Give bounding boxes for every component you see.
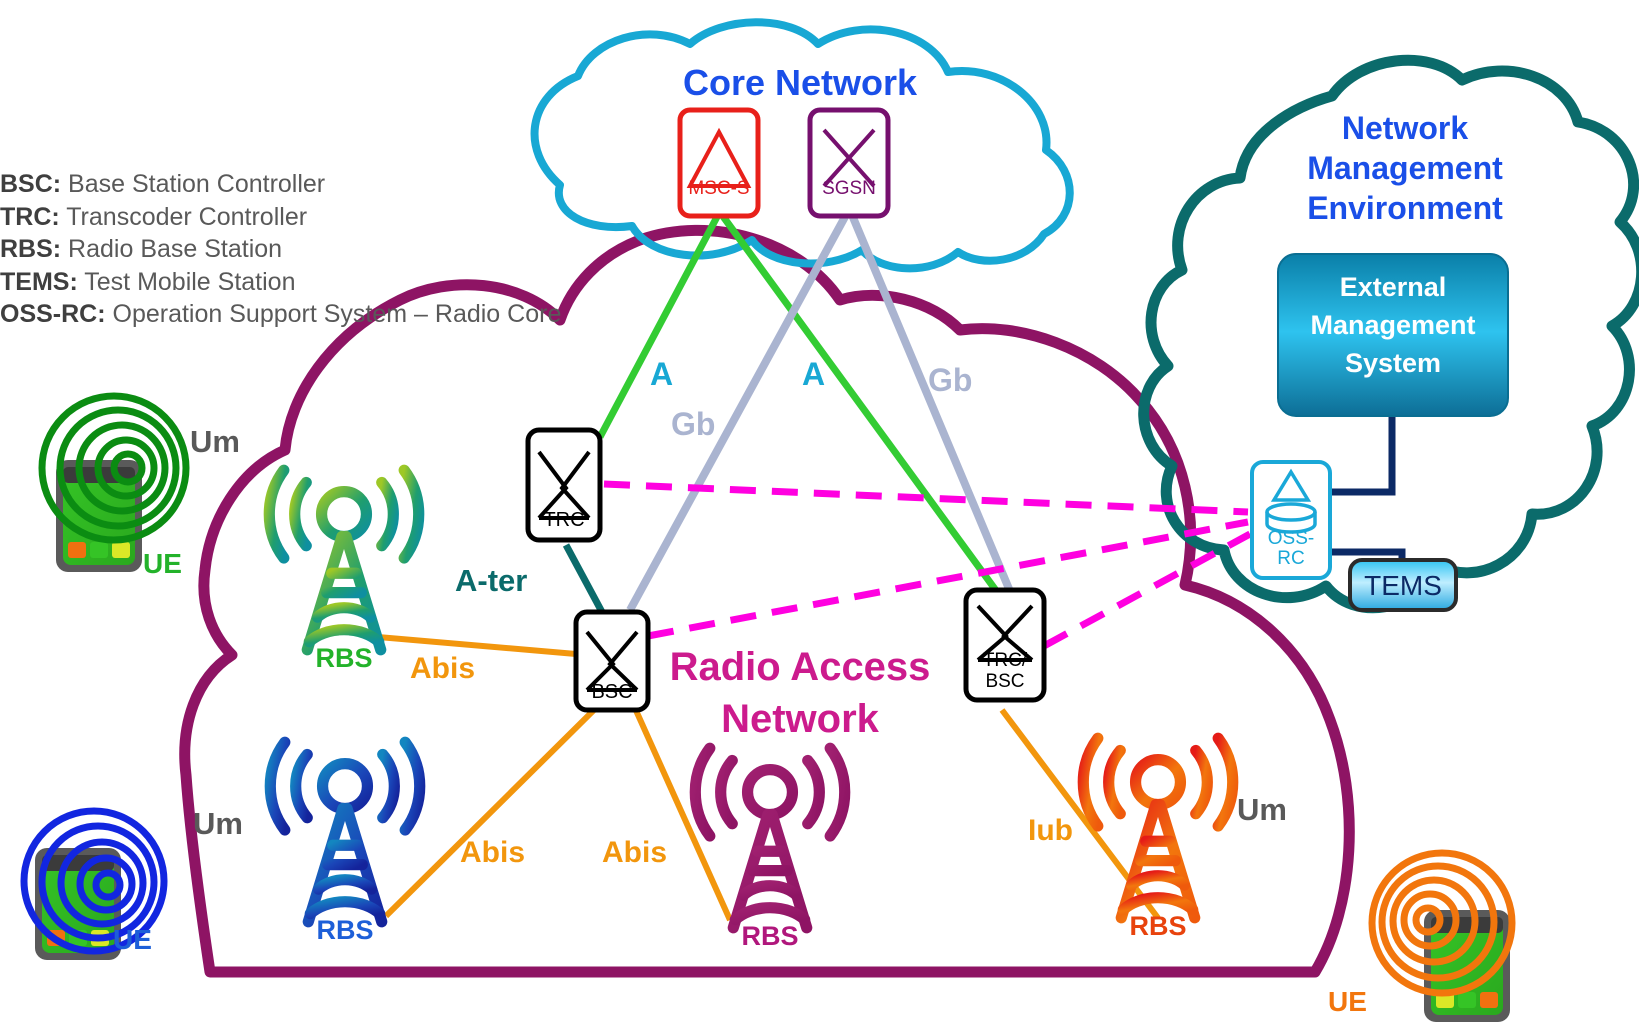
rbs-label-1: RBS — [315, 643, 373, 673]
rbs-tower-2 — [264, 736, 426, 928]
um-label-2: Um — [193, 806, 243, 841]
ue-device-3 — [1368, 849, 1516, 1022]
link-ater-trc-bsc — [562, 543, 606, 614]
link-mgmt-group — [1330, 416, 1406, 566]
ue-label-2: UE — [113, 924, 152, 955]
legend-desc: Radio Base Station — [61, 235, 283, 263]
rbs-label-3: RBS — [741, 921, 799, 951]
trc-bsc-label-line2: BSC — [985, 671, 1025, 692]
ems-label-line1: External — [1339, 272, 1447, 302]
legend-abbr: TEMS: — [0, 267, 78, 296]
tems-label: TEMS — [1364, 570, 1442, 601]
bsc-label: BSC — [591, 681, 633, 703]
legend-item: OSS-RC: Operation Support System – Radio… — [0, 298, 640, 331]
node-msc-s[interactable] — [677, 107, 761, 219]
legend-abbr: RBS: — [0, 235, 62, 263]
link-oss-group — [603, 480, 1252, 650]
um-label-3: Um — [1237, 792, 1287, 827]
core-network-title: Core Network — [682, 62, 918, 103]
link-ems-ossrc — [1330, 416, 1396, 496]
ran-title-line1: Radio Access — [669, 645, 931, 689]
legend-desc: Test Mobile Station — [77, 267, 296, 296]
rbs-tower-3 — [689, 742, 851, 934]
rbs-label-2: RBS — [316, 915, 374, 945]
legend-item: RBS: Radio Base Station — [0, 233, 640, 266]
ue-label-3: UE — [1328, 986, 1367, 1017]
gb-interface-label-1: Gb — [671, 406, 716, 442]
rbs-label-4: RBS — [1129, 911, 1187, 941]
sgsn-label: SGSN — [822, 178, 876, 199]
legend-desc: Operation Support System – Radio Core — [105, 300, 562, 328]
ran-title-line2: Network — [721, 697, 879, 741]
nme-title-line1: Network — [1341, 110, 1469, 146]
link-oss-trc — [603, 480, 1249, 516]
link-gb-group — [626, 213, 1016, 612]
legend-desc: Transcoder Controller — [59, 202, 308, 231]
link-oss-bsc — [647, 518, 1249, 640]
nme-title-line2: Management — [1307, 150, 1503, 186]
gb-interface-label-2: Gb — [928, 362, 973, 398]
node-bsc[interactable] — [573, 609, 651, 713]
abis-interface-label-2: Abis — [460, 836, 526, 869]
legend-desc: Base Station Controller — [61, 170, 326, 198]
ue-device-2 — [20, 807, 168, 960]
a-interface-label-1: A — [650, 356, 674, 392]
ue-label-1: UE — [143, 548, 182, 579]
legend-abbr: TRC: — [0, 202, 60, 231]
legend-abbr: OSS-RC: — [0, 300, 106, 328]
link-abis-rbs1-bsc — [377, 634, 577, 657]
abis-interface-label-1: Abis — [410, 652, 476, 685]
iub-interface-label: Iub — [1028, 814, 1073, 847]
legend-block: BSC: Base Station Controller TRC: Transc… — [0, 168, 640, 331]
legend-item: TRC: Transcoder Controller — [0, 201, 640, 234]
node-trc-bsc[interactable] — [963, 587, 1047, 703]
oss-rc-label-line2: RC — [1277, 548, 1305, 569]
nme-title-line3: Environment — [1307, 190, 1503, 226]
node-sgsn[interactable] — [807, 107, 891, 219]
link-a-msc-trcbsc — [719, 212, 1003, 599]
oss-rc-label-line1: OSS- — [1267, 528, 1315, 549]
ems-label-line3: System — [1344, 348, 1442, 378]
a-interface-label-2: A — [802, 356, 826, 392]
link-abis-rbs3-bsc — [631, 704, 733, 922]
node-ems[interactable] — [1277, 253, 1509, 417]
um-label-1: Um — [190, 424, 240, 459]
ems-label-line2: Management — [1310, 310, 1476, 340]
ue-device-1 — [38, 392, 190, 572]
legend-abbr: BSC: — [0, 170, 62, 198]
legend-item: BSC: Base Station Controller — [0, 168, 640, 201]
node-tems[interactable] — [1348, 558, 1458, 612]
link-gb-sgsn-trcbsc — [848, 213, 1016, 598]
legend-item: TEMS: Test Mobile Station — [0, 266, 640, 299]
node-trc[interactable] — [525, 427, 603, 543]
ater-interface-label: A-ter — [455, 563, 528, 598]
link-abis-rbs2-bsc — [383, 703, 601, 919]
trc-label: TRC — [543, 509, 585, 531]
node-oss-rc[interactable] — [1250, 460, 1332, 580]
rbs-tower-1 — [263, 464, 425, 656]
msc-s-label: MSC-S — [688, 178, 750, 199]
rbs-tower-4 — [1077, 732, 1239, 924]
link-a-msc-trc — [596, 213, 722, 439]
abis-interface-label-3: Abis — [602, 836, 668, 869]
trc-bsc-label-line1: TRC/ — [982, 650, 1028, 671]
link-a-group — [596, 212, 1003, 599]
link-gb-sgsn-bsc — [626, 213, 850, 612]
